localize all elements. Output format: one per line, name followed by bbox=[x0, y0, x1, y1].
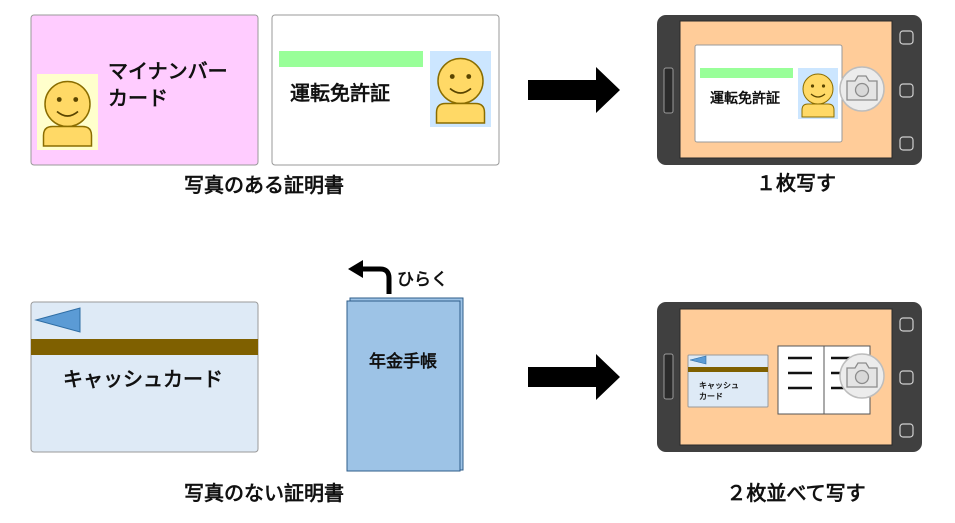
mynumber-card-line2: カード bbox=[108, 86, 168, 110]
smiley-face-icon bbox=[801, 73, 835, 118]
pension-book: 年金手帳 bbox=[346, 297, 464, 472]
phone-license-text: 運転免許証 bbox=[710, 90, 780, 107]
open-label: ひらく bbox=[397, 270, 448, 290]
cash-card-text: キャッシュカード bbox=[63, 367, 223, 391]
right-arrow-icon bbox=[528, 354, 620, 400]
mynumber-card: マイナンバー カード bbox=[30, 14, 259, 166]
right-arrow-icon bbox=[528, 67, 620, 113]
pension-book-text: 年金手帳 bbox=[369, 351, 437, 372]
phone-cash-card-line1: キャッシュ bbox=[699, 381, 739, 390]
turn-arrow-icon bbox=[348, 260, 392, 294]
caption-two-shots: ２枚並べて写す bbox=[726, 481, 865, 505]
camera-icon bbox=[839, 66, 885, 112]
camera-icon bbox=[839, 353, 885, 399]
license-card-text: 運転免許証 bbox=[290, 81, 390, 105]
caption-one-shot: １枚写す bbox=[756, 171, 836, 195]
drivers-license-card: 運転免許証 bbox=[271, 14, 500, 166]
mynumber-card-line1: マイナンバー bbox=[108, 59, 228, 83]
phone-one-shot: 運転免許証 bbox=[657, 15, 922, 165]
smiley-face-icon bbox=[435, 57, 486, 124]
phone-cash-card: キャッシュ カード bbox=[687, 354, 769, 408]
caption-with-photo: 写真のある証明書 bbox=[184, 173, 344, 197]
phone-cash-card-line2: カード bbox=[699, 392, 723, 401]
caption-without-photo: 写真のない証明書 bbox=[184, 481, 344, 505]
phone-two-shots: キャッシュ カード bbox=[657, 302, 922, 452]
cash-card: キャッシュカード bbox=[30, 301, 259, 453]
smiley-face-icon bbox=[42, 80, 93, 147]
